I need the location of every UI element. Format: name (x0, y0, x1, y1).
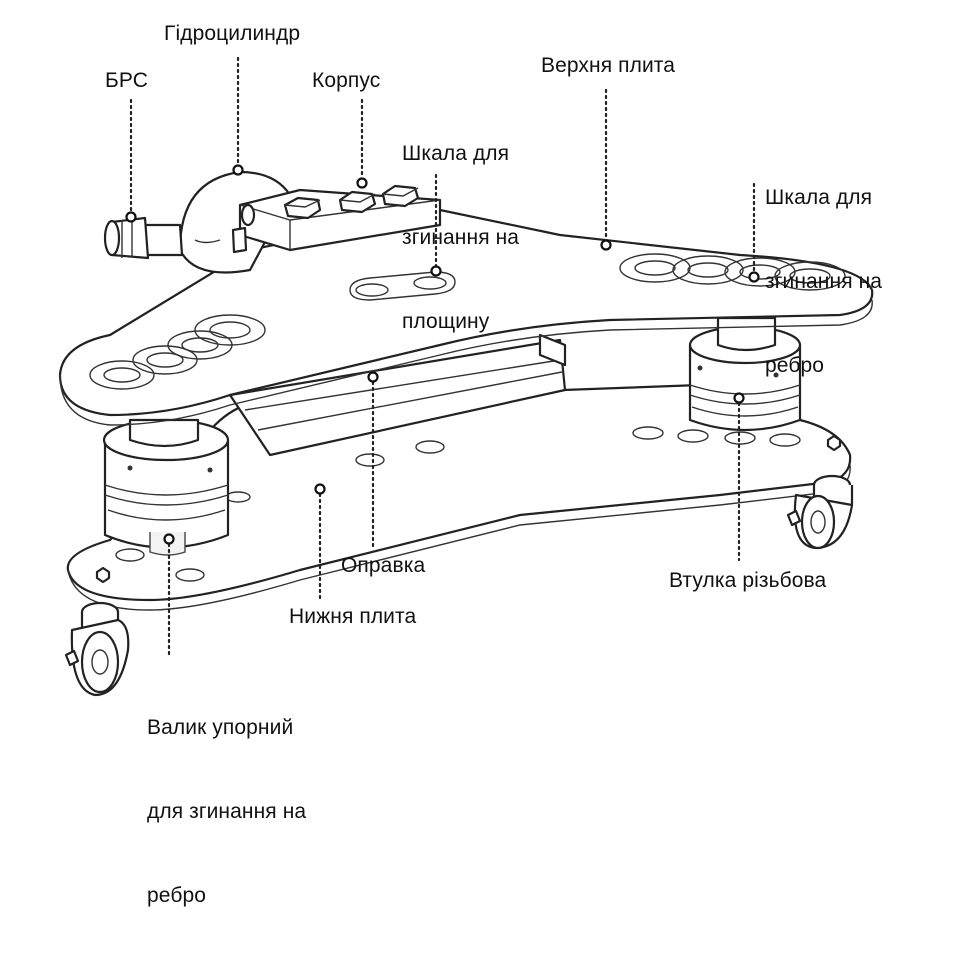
right-caster (786, 474, 854, 550)
hydrocylinder (178, 170, 292, 274)
label-plane-scale-line-1: Шкала для (402, 142, 510, 165)
plane-scale (349, 271, 456, 301)
brs-connector (103, 216, 184, 260)
label-mandrel: Оправка (341, 554, 426, 577)
label-plane-scale-line-3: площину (402, 310, 490, 333)
housing-bolts (283, 184, 420, 220)
label-body: Корпус (312, 69, 381, 92)
left-column (102, 418, 230, 556)
label-edge-scale-line-2: згинання на (765, 270, 883, 293)
label-plane-scale: Шкала для згинання на площину (402, 84, 519, 392)
mandrel (228, 333, 567, 457)
label-plane-scale-line-2: згинання на (402, 226, 520, 249)
top-plate (58, 208, 874, 417)
leader-lines (129, 56, 756, 657)
label-support-roller-line-2: для згинання на (147, 800, 307, 823)
label-support-roller-line-1: Валик упорний (147, 716, 294, 739)
label-support-roller-line-3: ребро (147, 884, 207, 907)
label-hydrocylinder: Гідроцилиндр (164, 22, 301, 45)
label-bottom-plate: Нижня плита (289, 605, 417, 628)
right-column (688, 316, 802, 432)
callout-dots (125, 164, 760, 545)
diagram: Гідроцилиндр БРС Корпус Шкала для згинан… (58, 22, 882, 907)
top-plate-rings-left (89, 314, 266, 390)
top-plate-rings-right (619, 253, 846, 291)
label-edge-scale-line-1: Шкала для (765, 186, 873, 209)
machine-drawing (58, 56, 874, 697)
label-top-plate: Верхня плита (541, 54, 676, 77)
label-edge-scale-line-3: ребро (765, 354, 825, 377)
label-threaded-bushing: Втулка різьбова (669, 569, 827, 592)
label-brs: БРС (105, 69, 149, 92)
label-edge-scale: Шкала для згинання на ребро (765, 128, 882, 436)
label-support-roller: Валик упорний для згинання на ребро (147, 658, 306, 966)
left-caster (64, 601, 130, 697)
housing (231, 184, 442, 254)
